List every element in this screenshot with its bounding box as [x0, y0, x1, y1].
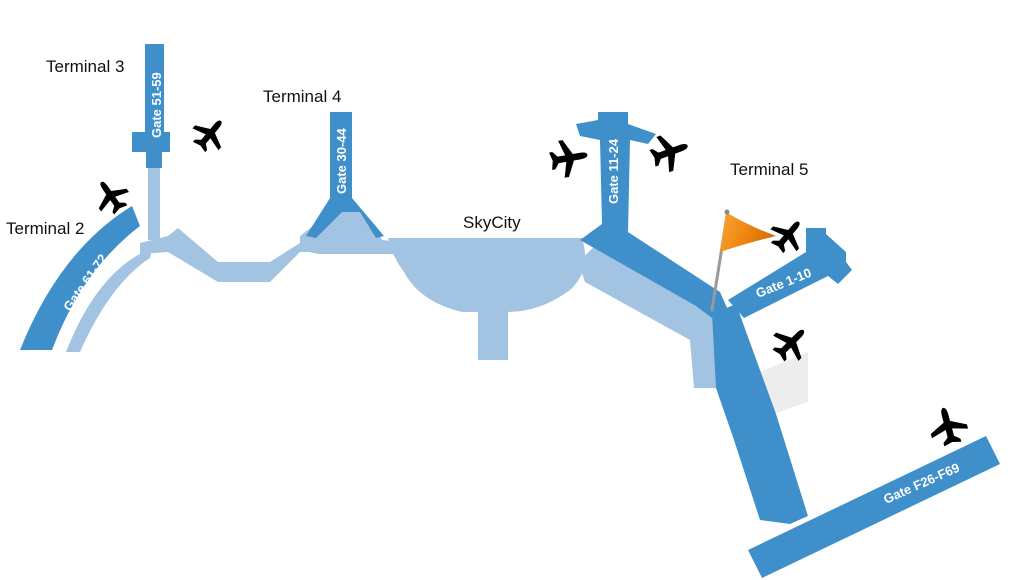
terminal-3-label: Terminal 3 [46, 57, 124, 76]
pier-gate-11-24[interactable] [576, 112, 728, 318]
t2-inner-band [66, 248, 152, 352]
connector-network [66, 162, 738, 388]
flag-icon [720, 212, 776, 252]
airplane-icon [547, 136, 591, 180]
pier-gate-1-10[interactable] [728, 228, 852, 318]
pier-gate-51-59[interactable] [132, 44, 170, 168]
terminal-4-label: Terminal 4 [263, 87, 341, 106]
gate-label: Gate 30-44 [334, 127, 349, 194]
airplane-icon [186, 110, 234, 158]
terminal-5-label: Terminal 5 [730, 160, 808, 179]
location-flag[interactable] [710, 209, 776, 312]
airplane-icon [925, 403, 971, 449]
shadow [760, 352, 808, 418]
concourse-f[interactable] [712, 304, 808, 524]
flag-pole-top [724, 209, 730, 215]
skycity-hub [388, 238, 586, 312]
pier-gate-30-44[interactable] [306, 112, 384, 238]
skycity-label: SkyCity [463, 213, 521, 232]
walkway-t3-t4 [140, 228, 318, 282]
gate-areas [20, 44, 1000, 578]
terminal-2-label: Terminal 2 [6, 219, 84, 238]
t3-stem [148, 162, 160, 240]
skycity-stem [478, 304, 508, 360]
pier-gate-61-72[interactable] [20, 206, 140, 350]
walkway-t5 [578, 245, 738, 388]
gate-label: Gate 11-24 [606, 138, 621, 204]
gate-label: Gate 51-59 [149, 72, 164, 138]
pier-gate-f26-f69[interactable] [748, 436, 1000, 578]
